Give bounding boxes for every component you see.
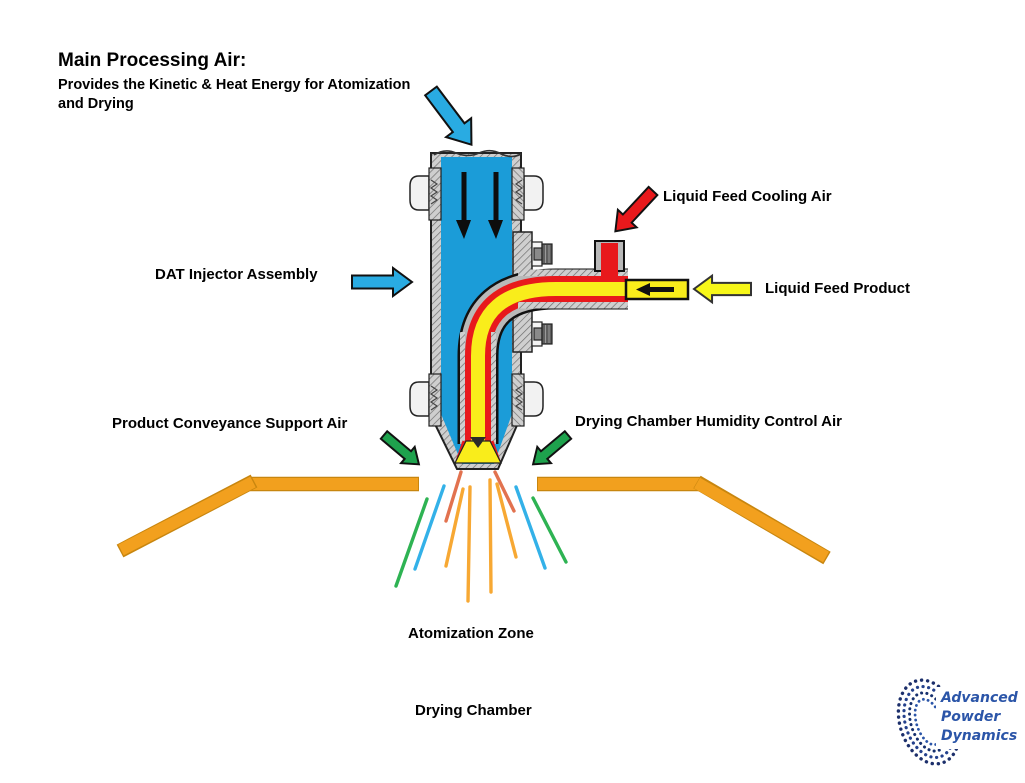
logo-text-backdrop	[936, 687, 1014, 749]
flange-bolt-upper	[531, 241, 553, 267]
dat-injector-pointer-arrow	[351, 267, 413, 297]
logo-text-powder: Powder	[941, 709, 1001, 725]
clamp-fitting-right-upper	[511, 167, 544, 221]
clamp-fitting-left-lower	[409, 373, 442, 427]
feed-casing-hatch-bottom	[518, 302, 628, 309]
dat-injector-assembly-graphic	[409, 149, 690, 470]
label-drying-chamber: Drying Chamber	[415, 702, 532, 719]
feed-casing-hatch-left	[460, 332, 465, 442]
cooling-air-arrow	[604, 181, 664, 242]
atomization-spray-lines	[394, 470, 568, 603]
support-air-arrow	[376, 425, 427, 474]
humidity-air-arrow	[525, 425, 576, 474]
main-air-arrow	[417, 80, 485, 156]
label-product-conveyance-support-air: Product Conveyance Support Air	[112, 415, 348, 432]
flange-bolt-lower	[531, 321, 553, 347]
clamp-fitting-right-lower	[511, 373, 544, 427]
feed-product-arrow	[693, 274, 752, 304]
main-processing-air-subtitle-2: and Drying	[58, 96, 134, 112]
atomizer-nozzle	[454, 437, 502, 464]
feed-casing-hatch-top	[518, 269, 628, 276]
label-atomization-zone: Atomization Zone	[408, 625, 534, 642]
liquid-feed-line	[457, 268, 628, 444]
drying-chamber-walls	[116, 474, 831, 565]
label-drying-chamber-humidity-control-air: Drying Chamber Humidity Control Air	[575, 413, 842, 430]
label-liquid-feed-cooling-air: Liquid Feed Cooling Air	[663, 188, 832, 205]
main-processing-air-subtitle-1: Provides the Kinetic & Heat Energy for A…	[58, 77, 411, 93]
main-processing-air-title: Main Processing Air:	[58, 50, 247, 71]
cooling-air-inlet-tube	[594, 240, 625, 277]
label-dat-injector-assembly: DAT Injector Assembly	[155, 266, 318, 283]
label-liquid-feed-product: Liquid Feed Product	[765, 280, 910, 297]
tube-break-line	[433, 149, 522, 158]
clamp-fitting-left-upper	[409, 167, 442, 221]
feed-casing-hatch-right	[491, 332, 496, 442]
airflow-down-arrows	[456, 172, 503, 239]
logo-text-dynamics: Dynamics	[941, 728, 1018, 744]
logo-text-advanced: Advanced	[941, 690, 1018, 706]
product-inlet-tube	[624, 278, 690, 301]
